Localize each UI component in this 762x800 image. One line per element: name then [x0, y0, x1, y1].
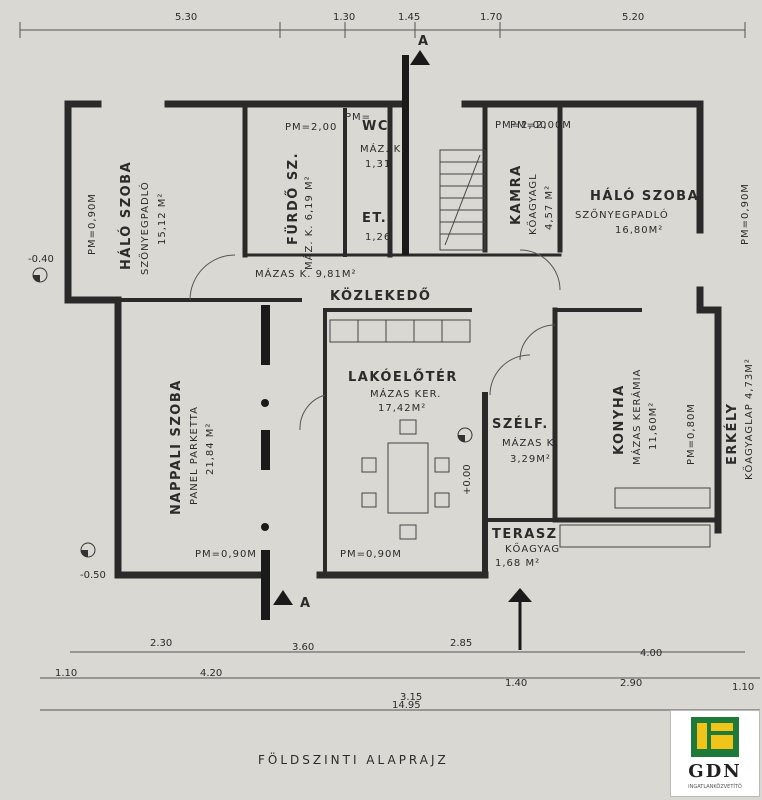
dim-b2-3: 1.40 [505, 678, 527, 689]
section-arrow-top [410, 50, 430, 65]
dim-top-2: 1.30 [333, 12, 355, 23]
room-lako-area: 17,42M² [378, 403, 426, 414]
room-halo1-name: HÁLÓ SZOBA [118, 161, 134, 270]
room-kozl-floor: MÁZAS K. 9,81M² [255, 267, 357, 280]
room-szelf-name: SZÉLF. [492, 416, 549, 432]
dim-top-4: 1.70 [480, 12, 502, 23]
window-frames [329, 319, 711, 548]
room-nappali-name: NAPPALI SZOBA [169, 379, 184, 515]
dim-b2-1: 4.20 [200, 668, 222, 679]
room-halo2-pm1: PM=2,00M [510, 120, 572, 131]
dim-b2-2: 3.15 [400, 692, 422, 703]
dim-b2-4: 2.90 [620, 678, 642, 689]
dining-furniture [361, 419, 450, 540]
room-konyha-area: 11,60M² [648, 402, 659, 450]
level-mark-1: -0.40 [28, 254, 54, 265]
dim-b1-2: 3.60 [292, 642, 314, 653]
room-halo1-area: 15,12 M² [157, 193, 168, 245]
dim-b3-1: 1.10 [55, 668, 77, 679]
room-halo1-floor: SZŐNYEGPADLÓ [137, 181, 151, 275]
room-erkely-name: ERKÉLY [724, 402, 740, 465]
level-marker-icon [32, 267, 48, 283]
room-kozl-name: KÖZLEKEDŐ [330, 288, 431, 304]
room-konyha-floor: MÁZAS KERÁMIA [630, 369, 643, 465]
dim-b3-2: 1.10 [732, 682, 754, 693]
room-nappali-pm: PM=0,90M [195, 549, 257, 560]
room-nappali-area: 21,84 M² [205, 423, 216, 475]
room-terasz-area: 1,68 M² [495, 558, 540, 569]
room-furdo-floor: MÁZ. K. 6,19 M² [302, 175, 315, 270]
room-szelf-area: 3,29M² [510, 454, 551, 465]
logo-tagline: INGATLANKÖZVETÍTŐ [688, 784, 742, 790]
room-halo2-pm2: PM=0,90M [740, 183, 751, 245]
room-kamra-name: KAMRA [509, 164, 524, 225]
entrance-arrow [508, 588, 532, 602]
room-konyha-pm: PM=0,80M [686, 403, 697, 465]
room-wc-pm: PM= [345, 112, 371, 123]
room-lako-floor: MÁZAS KER. [370, 387, 441, 400]
room-halo2-area: 16,80M² [615, 225, 663, 236]
room-szelf-floor: MÁZAS K. [502, 436, 558, 449]
dim-top-5: 5.20 [622, 12, 644, 23]
dim-b1-3: 2.85 [450, 638, 472, 649]
room-halo2-floor: SZŐNYEGPADLÓ [575, 207, 669, 221]
dim-total: 14.95 [392, 700, 421, 711]
room-erkely-floor: KŐAGYAGLAP 4,73M² [741, 358, 755, 480]
room-furdo-pm: PM=2,00 [285, 122, 337, 133]
room-et-area: 1,26 [365, 232, 391, 243]
room-lako-name: LAKÓELŐTÉR [348, 369, 458, 385]
dim-b1-4: 4.00 [640, 648, 662, 659]
room-halo2-name: HÁLÓ SZOBA [590, 188, 699, 204]
bottom-dimension-lines [40, 651, 760, 711]
section-mark-bottom: A [300, 596, 312, 611]
room-terasz-name: TERASZ [492, 527, 558, 542]
gdn-logo: GDN INGATLANKÖZVETÍTŐ [670, 710, 760, 797]
room-kamra-floor: KŐAGYAGL [525, 173, 539, 235]
room-kamra-pm: PM=2,00 [495, 120, 547, 131]
room-wc-floor: MÁZ. K. [360, 142, 405, 155]
level-marker-icon-2 [80, 542, 96, 558]
logo-mark-icon [691, 717, 739, 757]
level-marker-icon-3 [457, 427, 473, 443]
level-mark-2: -0.50 [80, 570, 106, 581]
door-swings [189, 249, 561, 431]
section-mark-top: A [418, 34, 430, 49]
room-furdo-name: FÜRDŐ SZ. [285, 152, 301, 245]
dim-top-3: 1.45 [398, 12, 420, 23]
room-et-name: ET. [362, 211, 387, 226]
room-halo1-pm: PM=0,90M [87, 193, 98, 255]
room-lako-pm: PM=0,90M [340, 549, 402, 560]
room-kamra-area: 4,57 M² [544, 185, 555, 230]
logo-name: GDN [688, 761, 742, 782]
dim-top-1: 5.30 [175, 12, 197, 23]
room-wc-name: WC [362, 119, 389, 134]
level-mark-3: +0.00 [462, 464, 473, 495]
room-konyha-name: KONYHA [612, 384, 627, 455]
room-wc-area: 1,31 [365, 159, 391, 170]
top-dimension-lines [19, 22, 746, 38]
structural-pillars [261, 55, 409, 620]
dim-b1-1: 2.30 [150, 638, 172, 649]
plan-title: FÖLDSZINTI ALAPRAJZ [258, 751, 449, 767]
room-nappali-floor: PANEL PARKETTA [189, 406, 200, 505]
room-terasz-floor: KŐAGYAG [505, 541, 560, 555]
staircase [439, 149, 486, 251]
section-arrow-bottom [273, 590, 293, 605]
